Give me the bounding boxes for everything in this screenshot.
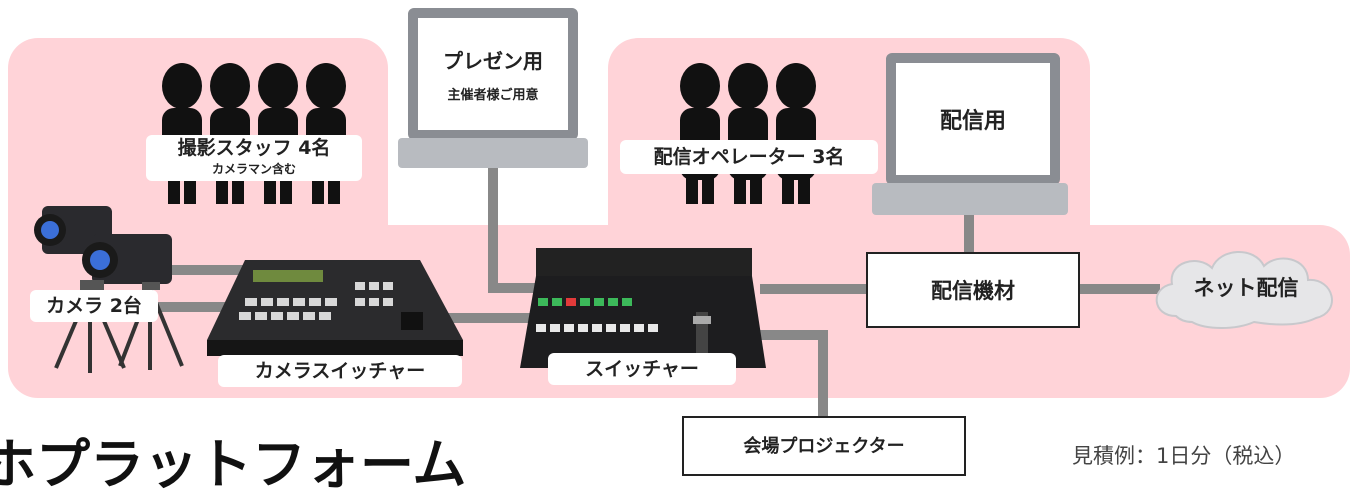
connector-line [150,302,240,312]
cameras-label: カメラ 2台 [30,290,158,322]
connector-line [818,330,828,418]
person-silhouette-icon [306,63,346,204]
camera-switcher-device-icon [207,260,463,356]
presentation-title: プレゼン用 [443,49,543,73]
person-silhouette-icon [776,63,816,204]
person-silhouette-icon [680,63,720,204]
connector-line [964,215,974,255]
connector-line [488,283,548,293]
staff-title: 撮影スタッフ 4名 [177,137,331,159]
presentation-subtitle: 主催者様ご用意 [447,88,539,103]
staff-label: 撮影スタッフ 4名 カメラマン含む [146,135,362,181]
streaming-pc-title: 配信用 [939,109,1006,134]
operator-silhouettes [680,63,816,204]
streaming-laptop-screen: 配信用 [886,53,1060,185]
operators-label: 配信オペレーター 3名 [620,140,878,174]
switcher-label: スイッチャー [548,353,736,385]
connector-line [440,313,540,323]
estimate-note: 見積例：1日分（税込） [1072,444,1296,468]
person-silhouette-icon [210,63,250,204]
connector-line [488,168,498,293]
footer-heading: ホプラットフォーム [0,433,467,496]
venue-projector-label: 会場プロジェクター [743,436,905,457]
video-switcher-device-icon [520,248,766,368]
camera-switcher-label: カメラスイッチャー [218,355,462,387]
streaming-laptop-keyboard [872,183,1068,215]
connector-line [760,284,870,294]
presentation-laptop-keyboard [398,138,588,168]
connector-line [1080,284,1160,294]
person-silhouette-icon [728,63,768,204]
person-silhouette-icon [258,63,298,204]
presentation-laptop-screen: プレゼン用 主催者様ご用意 [408,8,578,140]
staff-subtitle: カメラマン含む [211,162,296,176]
cloud-icon [1155,251,1333,329]
streaming-equipment-box: 配信機材 [866,252,1080,328]
video-camera-icon [34,206,184,373]
connector-line [150,265,260,275]
net-streaming-label: ネット配信 [1193,276,1299,300]
venue-projector-box: 会場プロジェクター [682,416,966,476]
connector-line [760,330,828,340]
